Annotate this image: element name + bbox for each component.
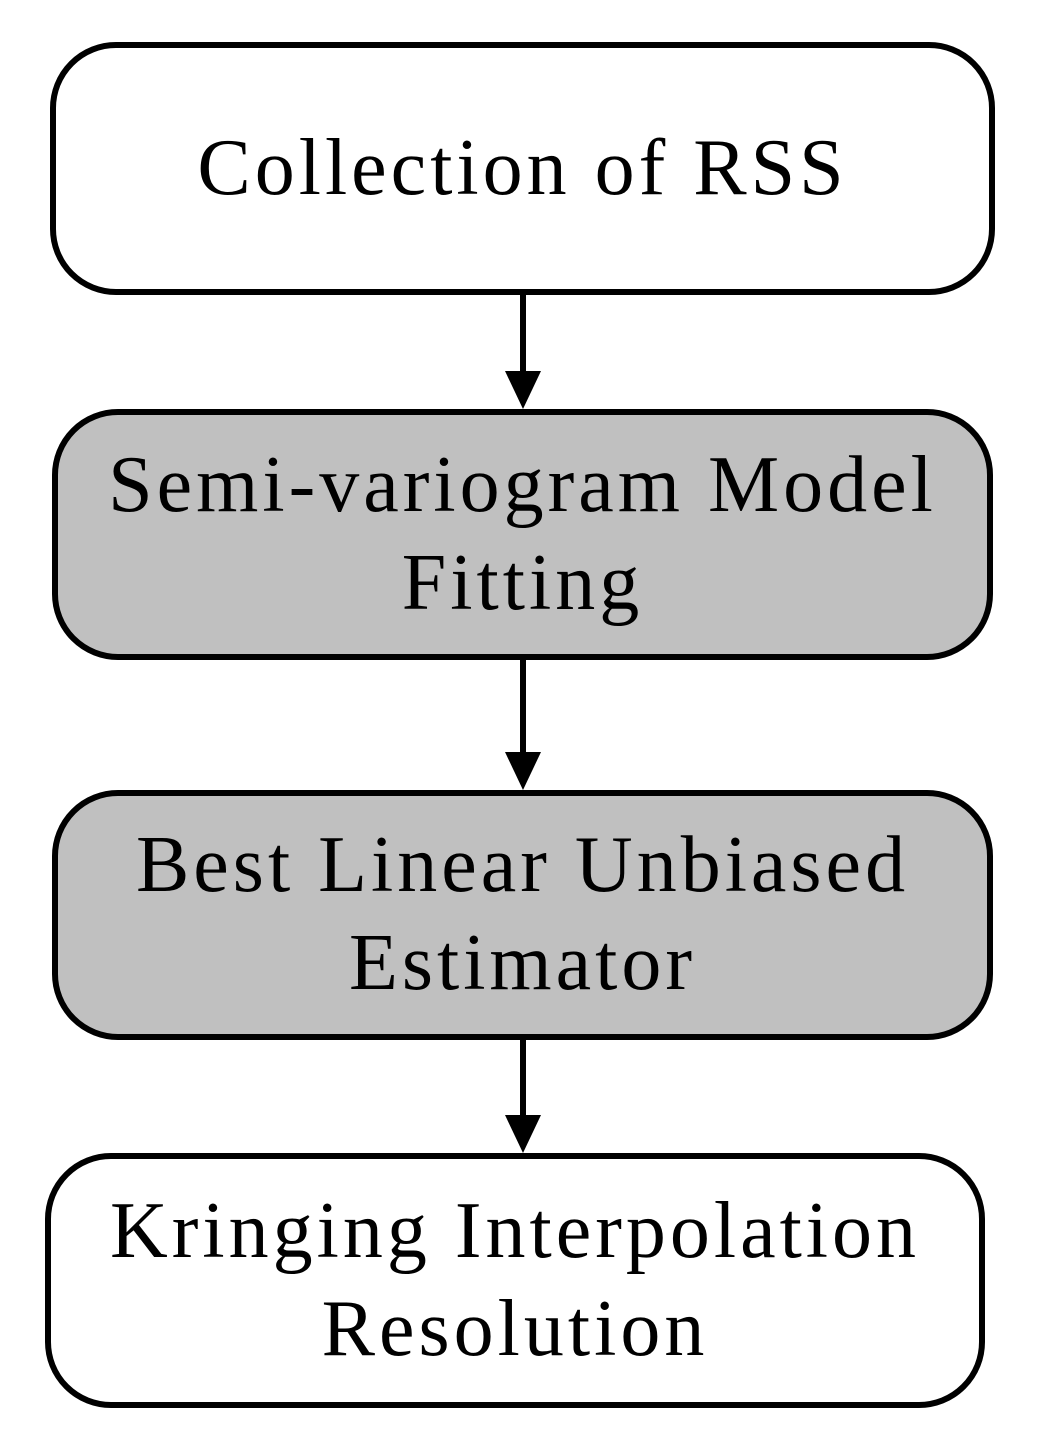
flow-node-best-linear-unbiased-estimator: Best Linear Unbiased Estimator: [52, 790, 993, 1040]
flow-node-kringing-interpolation-resolution: Kringing Interpolation Resolution: [45, 1153, 985, 1408]
flow-node-label: Collection of RSS: [197, 123, 848, 212]
flow-node-collection-of-rss: Collection of RSS: [50, 42, 995, 295]
arrow-down-icon: [520, 660, 526, 752]
flow-node-label: Best Linear Unbiased Estimator: [135, 821, 910, 1007]
flow-node-label: Kringing Interpolation Resolution: [109, 1186, 921, 1373]
flow-node-label: Semi-variogram Model Fitting: [108, 440, 937, 627]
flow-node-semi-variogram-model-fitting: Semi-variogram Model Fitting: [52, 409, 993, 660]
arrow-down-icon: [520, 295, 526, 371]
arrow-down-icon: [520, 1040, 526, 1115]
